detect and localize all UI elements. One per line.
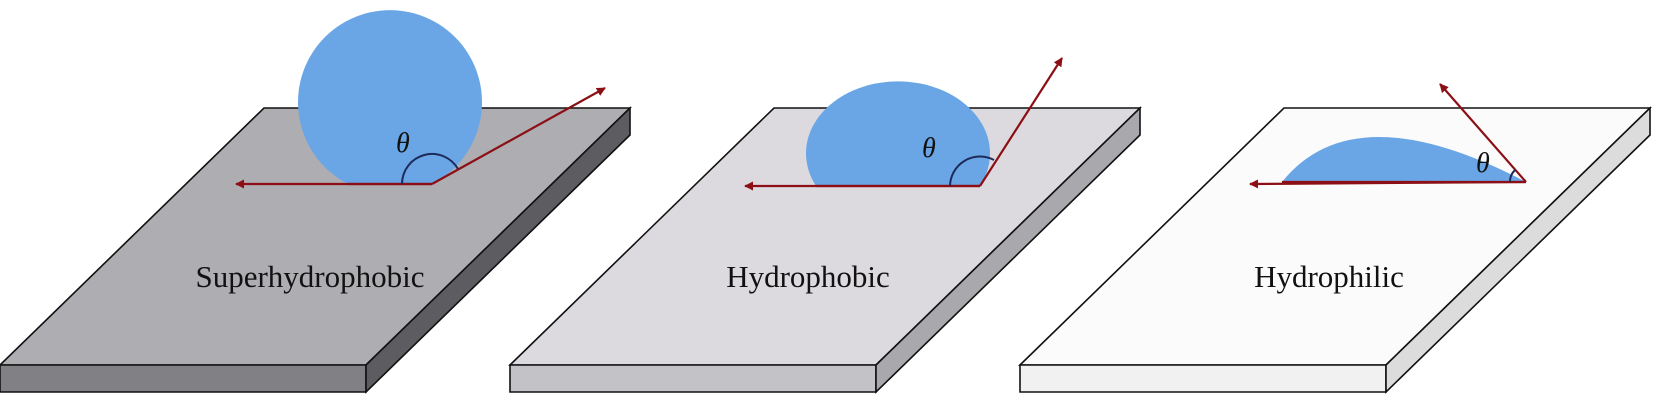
surface-side <box>365 106 631 394</box>
water-droplet <box>806 81 991 186</box>
solid-liquid-arrow <box>1249 179 1527 189</box>
panel-hydrophilic: θ Hydrophilic <box>1018 83 1652 394</box>
surface-front <box>0 364 367 393</box>
contact-angle-arc <box>949 155 995 187</box>
panel-label: Superhydrophobic <box>195 259 424 294</box>
panel-label: Hydrophobic <box>726 259 890 294</box>
contact-angle-label: θ <box>396 128 410 159</box>
panel-hydrophobic: θ Hydrophobic <box>508 57 1142 394</box>
liquid-vapor-arrow <box>431 87 606 185</box>
water-droplet <box>298 10 482 185</box>
liquid-vapor-arrow <box>1439 83 1527 183</box>
surface-front <box>509 364 877 393</box>
surface-side <box>875 106 1141 394</box>
surface-side <box>1385 106 1651 394</box>
contact-angle-label: θ <box>922 133 936 164</box>
contact-angle-arc <box>1508 169 1516 183</box>
panel-superhydrophobic: θ Superhydrophobic <box>0 10 632 394</box>
surface-front <box>1019 364 1387 393</box>
contact-angle-arc <box>401 152 459 185</box>
water-droplet <box>1282 137 1526 182</box>
contact-angle-label: θ <box>1476 148 1490 179</box>
liquid-vapor-arrow <box>979 57 1063 187</box>
panel-label: Hydrophilic <box>1254 259 1404 294</box>
